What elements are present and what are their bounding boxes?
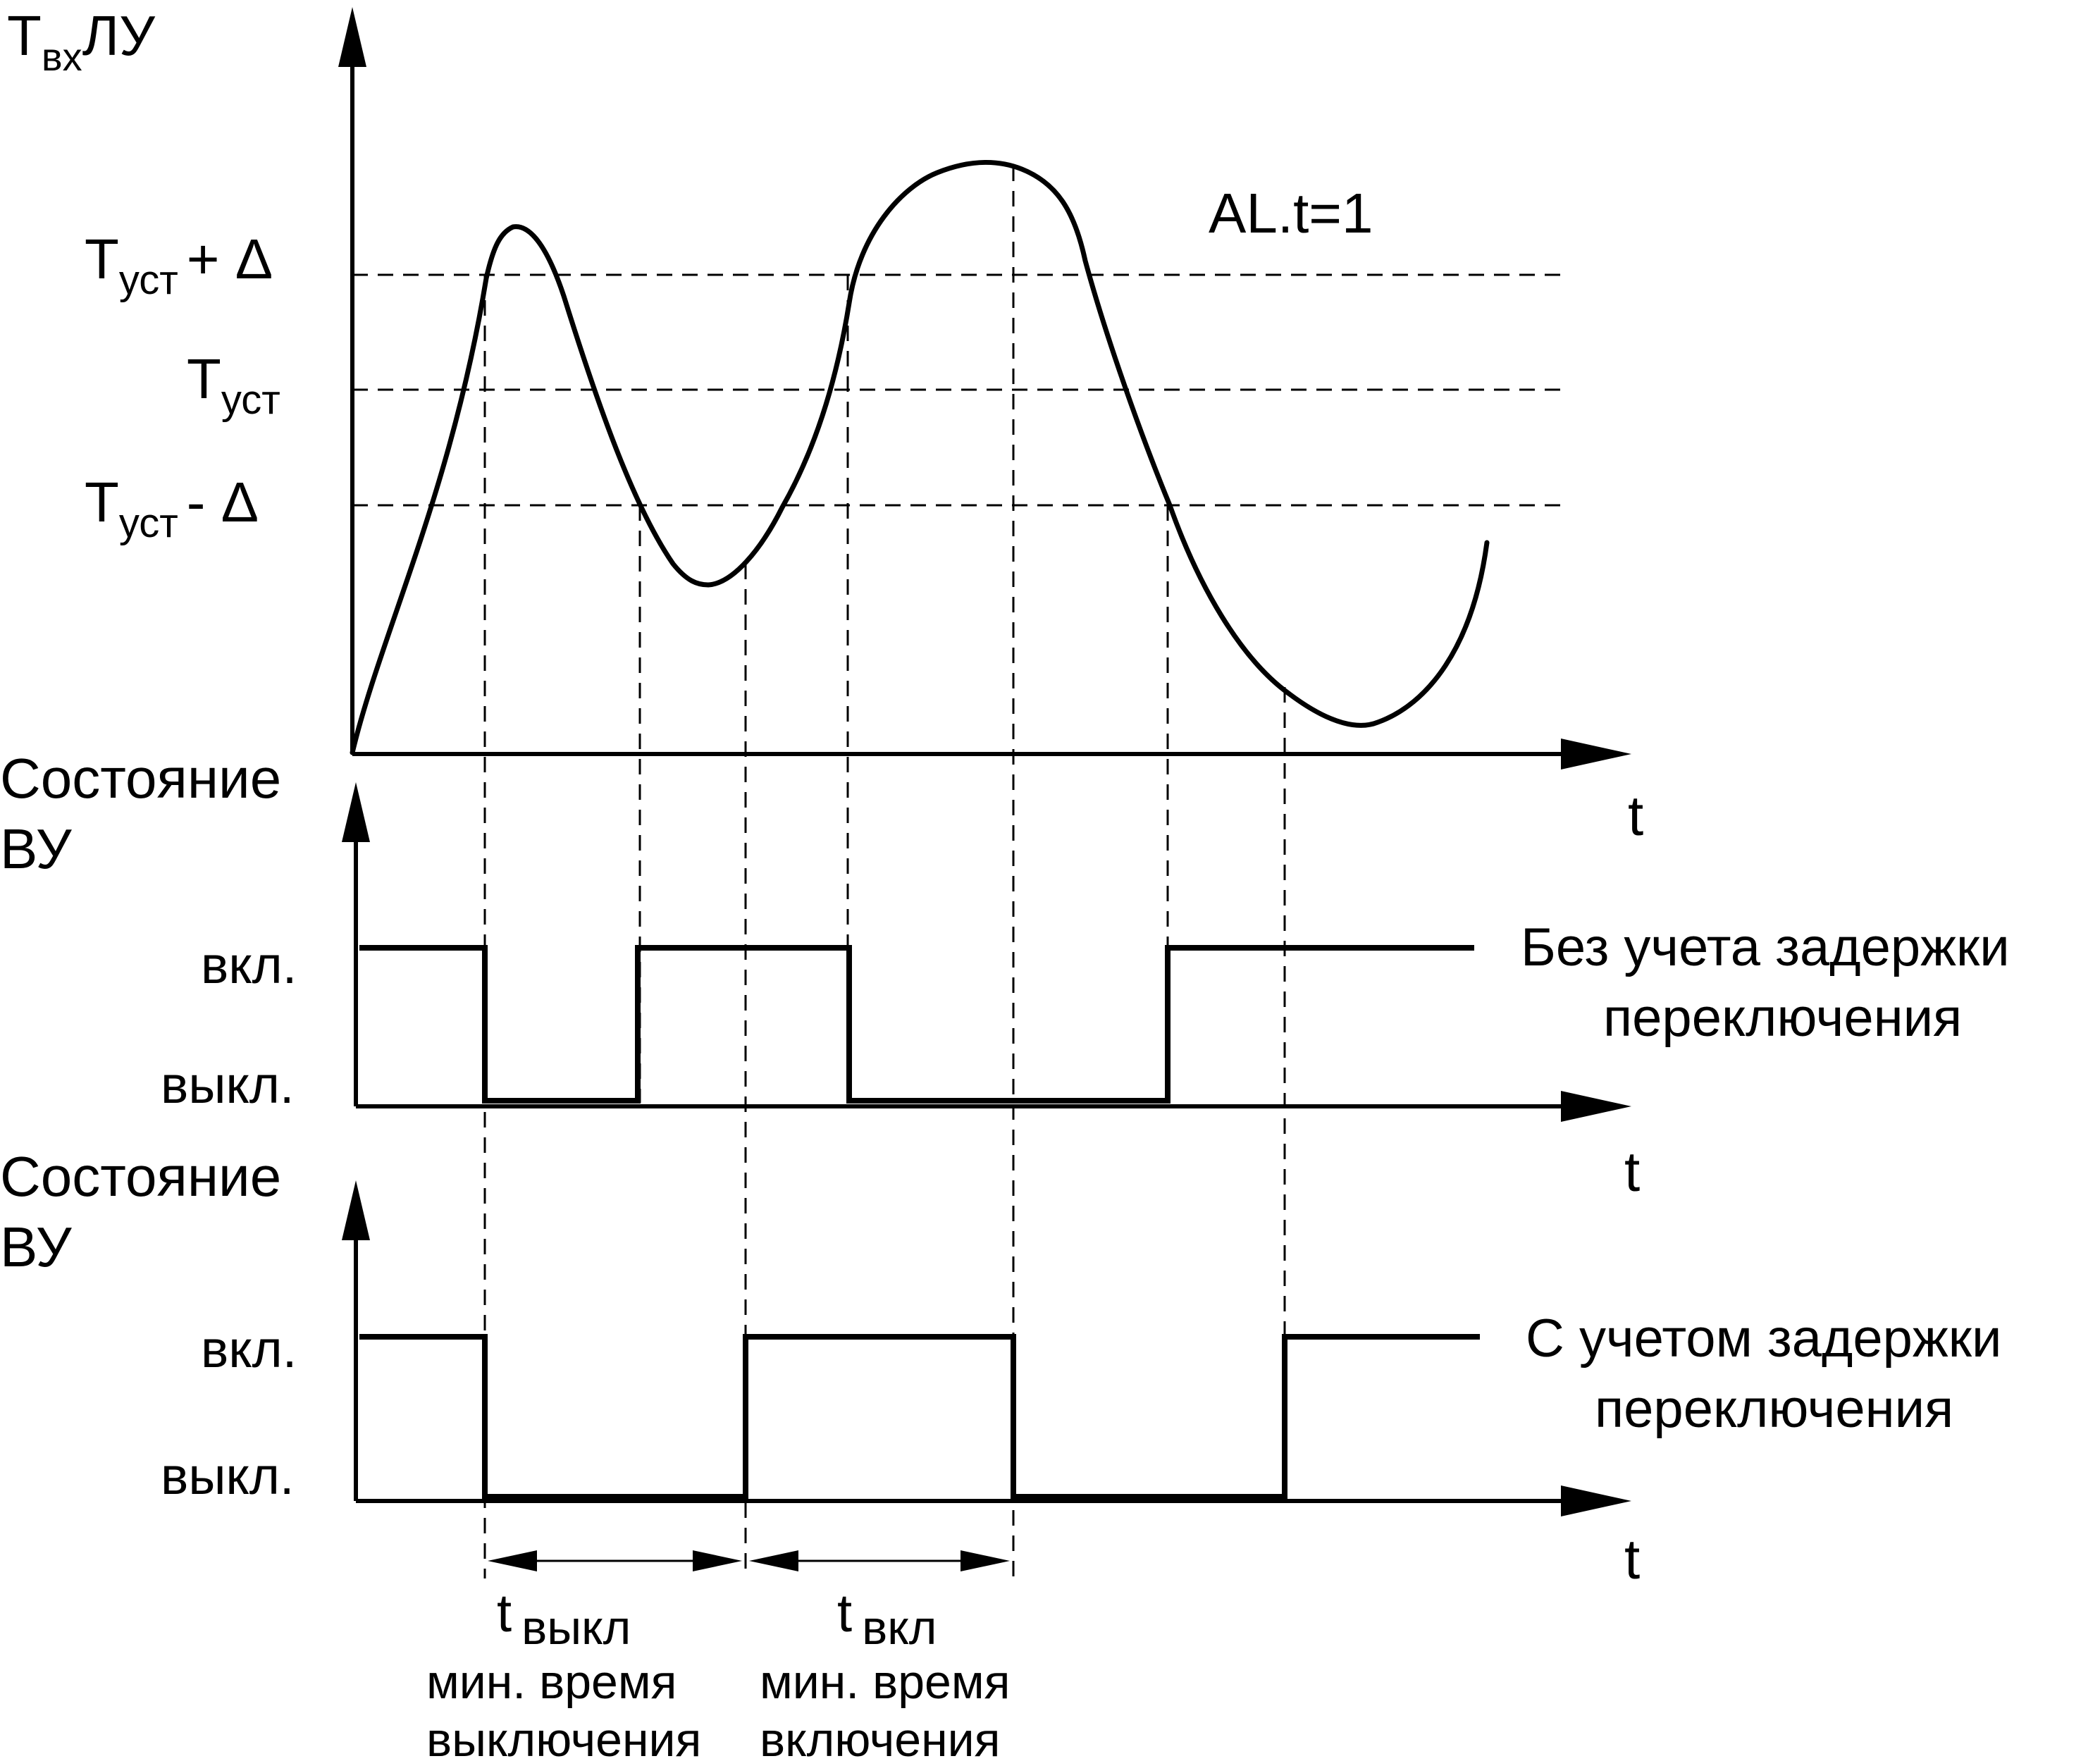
t-off-caption-line2: выключения — [426, 1713, 701, 1761]
top-y-axis-arrowhead — [338, 7, 366, 67]
panel1-caption-line2: переключения — [1603, 988, 1962, 1048]
panel1-on-label: вкл. — [201, 936, 297, 994]
panel2-title-line2: ВУ — [0, 1216, 73, 1278]
panel1-x-axis-arrowhead — [1561, 1091, 1631, 1122]
panel2-caption-line2: переключения — [1595, 1379, 1953, 1439]
t-off-arrow-right — [693, 1550, 742, 1571]
level-setpoint-label: Tуст — [187, 347, 280, 423]
panel1-state-signal — [359, 945, 1474, 1104]
panel1-title: Состояние — [0, 747, 281, 810]
panel1-y-axis-arrowhead — [342, 782, 370, 842]
level-lower-label: Tуст- Δ — [85, 471, 259, 546]
panel2-off-label: выкл. — [161, 1447, 294, 1505]
top-y-axis-label: TвхЛУ — [7, 4, 156, 79]
level-upper-label: Tуст+ Δ — [85, 228, 273, 303]
panel2-x-axis-label: t — [1624, 1528, 1640, 1590]
panel2-x-axis-arrowhead — [1561, 1485, 1631, 1516]
panel2-on-label: вкл. — [201, 1320, 297, 1378]
panel1-title-line2: ВУ — [0, 817, 73, 880]
panel1-off-label: выкл. — [161, 1056, 294, 1114]
panel2-title: Состояние — [0, 1145, 281, 1208]
temperature-curve — [350, 160, 1490, 755]
t-on-arrow-left — [749, 1550, 798, 1571]
t-off-caption: мин. время — [426, 1655, 677, 1709]
t-on-caption: мин. время — [760, 1655, 1010, 1709]
panel2-state-signal — [359, 1334, 1480, 1500]
panel2-caption: С учетом задержки — [1526, 1309, 2001, 1368]
panel1-x-axis-label: t — [1624, 1140, 1640, 1203]
t-on-caption-line2: включения — [760, 1713, 1000, 1761]
panel1-caption: Без учета задержки — [1521, 917, 2010, 977]
alarm-mode-label: AL.t=1 — [1209, 182, 1373, 245]
t-off-arrow-left — [488, 1550, 537, 1571]
t-on-arrow-right — [961, 1550, 1010, 1571]
top-x-axis-label: t — [1628, 784, 1643, 847]
panel2-y-axis-arrowhead — [342, 1180, 370, 1240]
top-x-axis-arrowhead — [1561, 739, 1631, 770]
